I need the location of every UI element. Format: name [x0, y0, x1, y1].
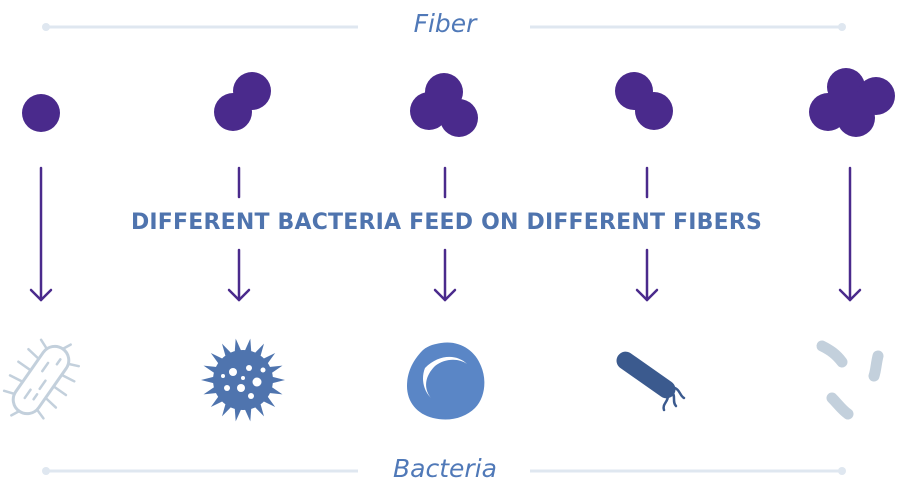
single-sphere-icon: [22, 94, 60, 132]
headline-text: DIFFERENT BACTERIA FEED ON DIFFERENT FIB…: [130, 210, 763, 235]
spiky-coccus-icon: [201, 338, 285, 422]
round-blob-cell-icon: [407, 342, 485, 420]
rod-bacterium-with-pili-icon: [2, 338, 81, 420]
bacteria-label: Bacteria: [393, 454, 497, 483]
four-sphere-cluster-icon: [809, 68, 895, 137]
arrow-column-5: [838, 166, 862, 302]
arrow-column-3: [433, 166, 457, 302]
arrow-column-1: [29, 166, 53, 302]
top-guide-line: [42, 23, 846, 31]
arrow-column-4: [635, 166, 659, 302]
two-sphere-diagonal-icon: [615, 72, 673, 130]
three-sphere-cluster-icon: [410, 73, 478, 137]
arrow-column-2: [227, 166, 251, 302]
fiber-label: Fiber: [413, 9, 477, 38]
curved-rods-icon: [816, 340, 884, 420]
flagellated-rod-icon: [616, 351, 686, 412]
two-sphere-cluster-icon: [214, 72, 271, 131]
bottom-guide-line: [42, 467, 846, 475]
